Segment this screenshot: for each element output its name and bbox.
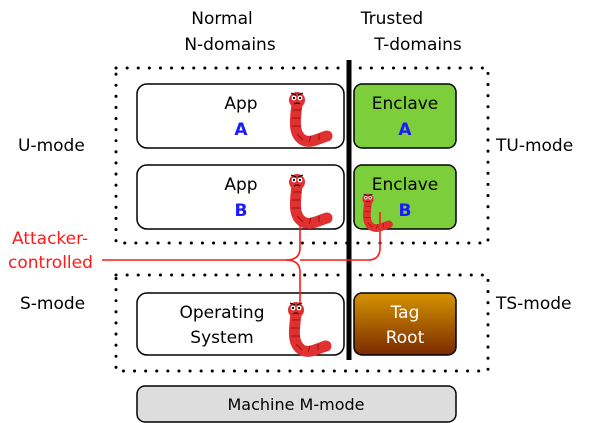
enclave-b-title: Enclave [372, 175, 439, 195]
os-line2: System [190, 328, 253, 348]
tag-root-line1: Tag [390, 303, 420, 323]
s-mode-label: S-mode [20, 294, 85, 314]
header-trusted-line2: T-domains [373, 35, 462, 55]
tag-root-line2: Root [386, 328, 425, 348]
app-b-letter: B [235, 201, 248, 221]
attacker-lines [102, 198, 381, 318]
enclave-a-box [353, 83, 457, 149]
enclave-b-letter: B [399, 201, 412, 221]
tag-root-box [353, 292, 457, 356]
app-a-letter: A [234, 120, 248, 140]
app-a-title: App [224, 94, 257, 114]
enclave-a-title: Enclave [372, 94, 439, 114]
attacker-label-line1: Attacker- [12, 229, 88, 249]
user-level-region [114, 66, 490, 245]
tu-mode-label: TU-mode [495, 136, 573, 156]
u-mode-label: U-mode [18, 136, 85, 156]
ts-mode-label: TS-mode [495, 294, 572, 314]
app-b-title: App [224, 175, 257, 195]
attacker-label-line2: controlled [8, 253, 93, 273]
header-trusted-line1: Trusted [360, 9, 423, 29]
enclave-a-letter: A [398, 120, 412, 140]
machine-mode-box [136, 385, 457, 423]
supervisor-level-region [114, 273, 490, 373]
os-line1: Operating [180, 303, 265, 323]
machine-mode-label: Machine M-mode [227, 395, 364, 414]
header-normal-line2: N-domains [184, 35, 276, 55]
header-normal-line1: Normal [191, 9, 253, 29]
